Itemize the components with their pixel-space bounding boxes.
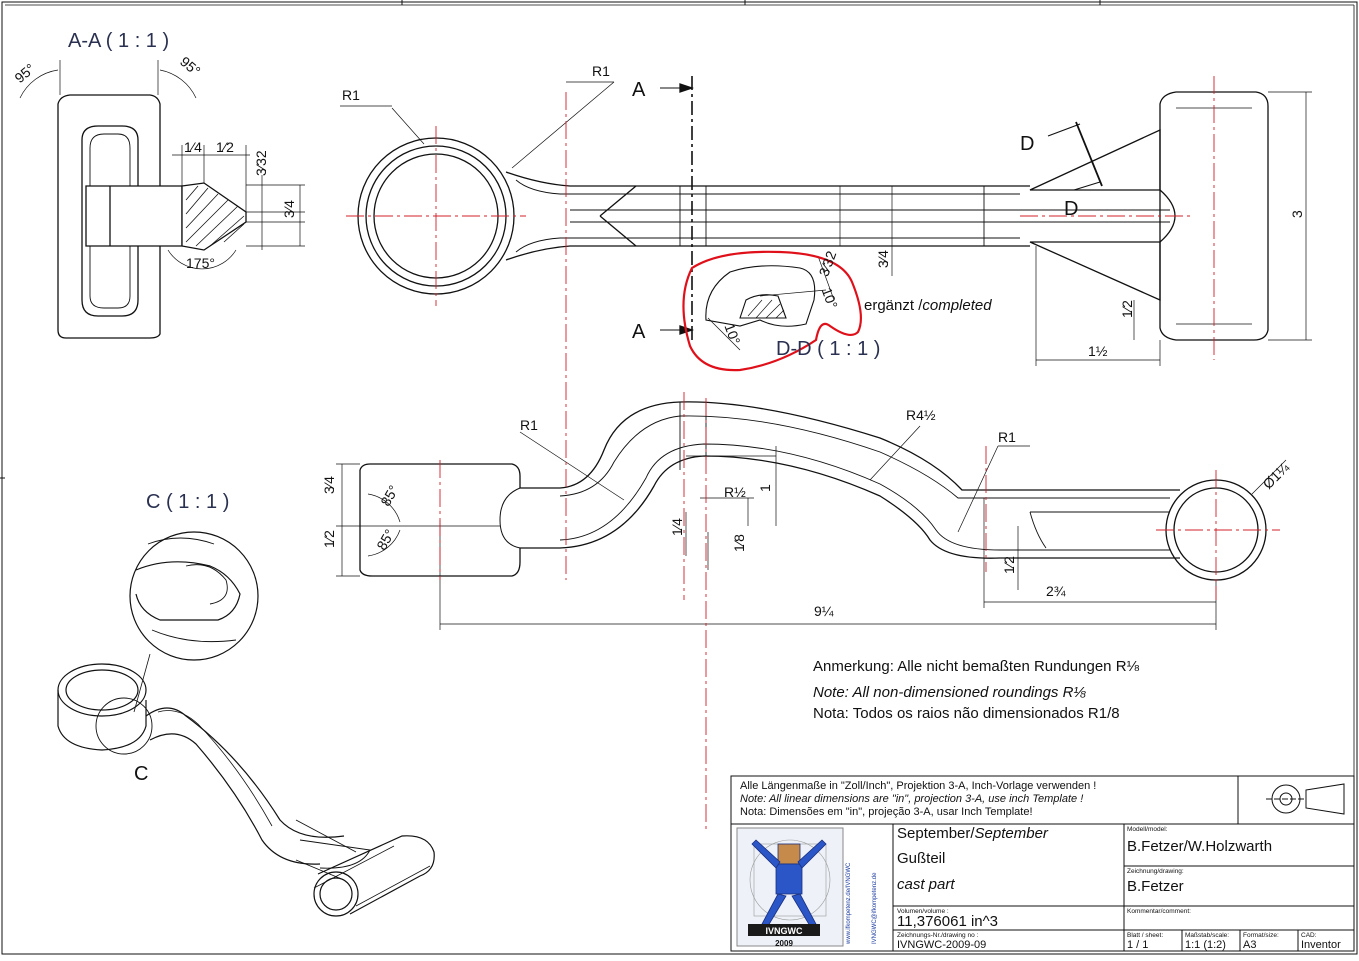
format-label: Format/size: (1243, 932, 1279, 939)
aa-angle-bottom: 175° (186, 255, 215, 271)
top-r1-left: R1 (342, 87, 360, 103)
side-a85-top: 85° (377, 482, 401, 508)
side-len: 9¼ (814, 603, 834, 619)
logo-figure (751, 839, 827, 927)
completed-en: completed (922, 297, 992, 314)
volume-label: Volumen/volume : (897, 908, 949, 915)
month-en: September (974, 825, 1048, 842)
part-de: Gußteil (897, 850, 946, 867)
aa-h2: 3⁄4 (281, 200, 297, 218)
dd-a2: 10° (721, 321, 743, 346)
month-label: September/September (897, 825, 1048, 842)
detail-c-title: C ( 1 : 1 ) (146, 491, 229, 513)
volume-value: 11,376061 in^3 (897, 913, 999, 930)
cut-a-top: A (632, 79, 646, 101)
sheet-value: 1 / 1 (1127, 939, 1149, 951)
logo-year: 2009 (775, 939, 793, 948)
side-w18: 1⁄8 (731, 534, 747, 552)
top-h3: 3 (1289, 210, 1305, 218)
scale-label: Maßstab/scale: (1185, 932, 1230, 939)
detail-c-marker: C (134, 763, 148, 785)
centerlines (346, 76, 1280, 832)
cut-d-bottom: D (1064, 198, 1078, 220)
iso-view (57, 663, 435, 917)
note-de: Anmerkung: Alle nicht bemaßten Rundungen… (813, 658, 1140, 675)
side-dia: Ø1¼ (1259, 459, 1292, 492)
aa-h1: 3⁄32 (253, 150, 269, 176)
dd-h: 3⁄32 (816, 249, 840, 279)
section-dd-view: 3⁄32 10° 10° D-D ( 1 : 1 ) ergänzt /comp… (682, 249, 992, 372)
month-de: September/ (897, 825, 975, 842)
units-de: Alle Längenmaße in "Zoll/Inch", Projekti… (740, 780, 1097, 792)
side-h12b: 1⁄2 (1001, 556, 1017, 574)
logo-url1: www.ifkompetenz.de/IVNGWC (846, 862, 852, 945)
section-aa-title: A-A ( 1 : 1 ) (68, 30, 169, 52)
side-w14: 1⁄4 (669, 518, 685, 536)
model-value: B.Fetzer/W.Holzwarth (1127, 838, 1273, 855)
side-h34: 3⁄4 (321, 476, 337, 494)
side-r1-right: R1 (998, 429, 1016, 445)
dd-a1: 10° (819, 285, 841, 310)
side-h1: 1 (757, 484, 773, 492)
note-en: Note: All non-dimensioned roundings R⅛ (813, 684, 1086, 701)
side-h12: 1⁄2 (321, 530, 337, 548)
drawing-no-label: Zeichnungs-Nr./drawing no : (897, 932, 979, 939)
part-en: cast part (897, 876, 955, 893)
completed-de: ergänzt / (864, 297, 923, 314)
side-w234: 2¾ (1046, 583, 1066, 599)
aa-angle-right: 95° (177, 53, 204, 79)
drawing-value: B.Fetzer (1127, 878, 1184, 895)
units-en: Note: All linear dimensions are "in", pr… (740, 793, 1084, 805)
side-a85-bot: 85° (373, 526, 397, 552)
cut-d-top: D (1020, 133, 1034, 155)
logo-banner (748, 924, 820, 936)
top-w112: 1½ (1088, 343, 1108, 359)
sheet-label: Blatt / sheet: (1127, 932, 1164, 939)
aa-w2: 1⁄2 (216, 139, 234, 155)
top-h12: 1⁄2 (1119, 300, 1135, 318)
drawing-no-value: IVNGWC-2009-09 (897, 939, 987, 951)
units-pt: Nota: Dimensões em "in", projeção 3-A, u… (740, 806, 1033, 818)
top-h34: 3⁄4 (875, 250, 891, 268)
side-view: R1 R4½ R1 R½ 1 3⁄4 1⁄2 85° 85° 1⁄4 1⁄8 1… (321, 401, 1292, 630)
svg-text:ergänzt /completed: ergänzt /completed (864, 297, 992, 314)
comment-label: Kommentar/comment: (1127, 908, 1191, 915)
detail-c-view: C ( 1 : 1 ) C (129, 491, 259, 785)
model-label: Modell/model: (1127, 826, 1168, 833)
cut-a-bottom: A (632, 321, 646, 343)
aa-w1: 1⁄4 (184, 139, 202, 155)
section-aa-view: A-A ( 1 : 1 ) 95° 95° 1⁄4 1⁄2 3⁄32 (11, 30, 305, 339)
format-value: A3 (1243, 939, 1257, 951)
drawing-label: Zeichnung/drawing: (1127, 868, 1184, 875)
side-r1-left: R1 (520, 417, 538, 433)
cad-label: CAD: (1301, 932, 1317, 939)
top-r1-right: R1 (592, 63, 610, 79)
section-dd-title: D-D ( 1 : 1 ) (776, 338, 880, 360)
aa-angle-left: 95° (11, 60, 38, 86)
logo-text: IVNGWC (766, 926, 803, 936)
cad-value: Inventor (1301, 939, 1341, 951)
scale-value: 1:1 (1:2) (1185, 939, 1226, 951)
top-view: A A D D R1 R1 3⁄4 3 1⁄2 1½ (340, 63, 1312, 366)
logo-url2: IVNGWC@ifkompetenz.de (872, 872, 878, 944)
note-pt: Nota: Todos os raios não dimensionados R… (813, 705, 1120, 722)
side-r412: R4½ (906, 407, 936, 423)
side-r12: R½ (724, 484, 746, 500)
